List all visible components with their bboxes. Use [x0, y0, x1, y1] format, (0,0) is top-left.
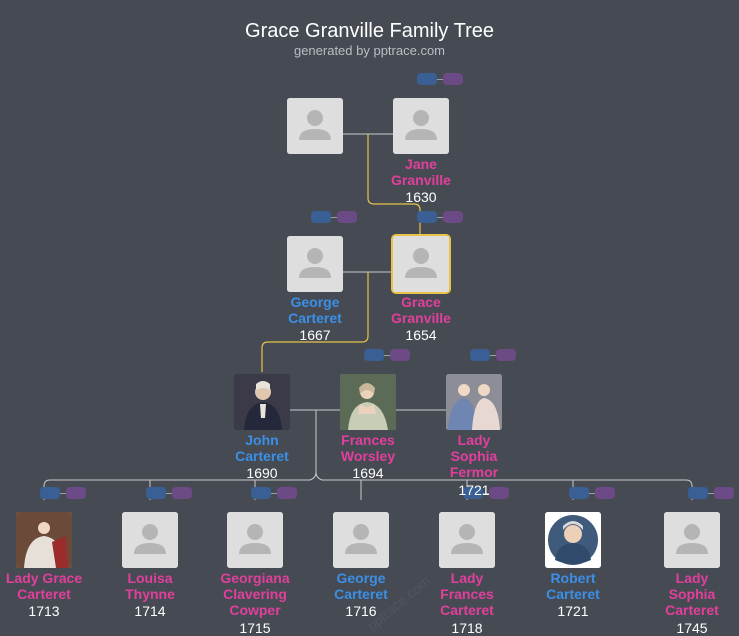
- person-birth-year: 1713: [28, 603, 60, 619]
- portrait-image: [340, 374, 396, 430]
- expand-toggle[interactable]: [364, 349, 416, 363]
- expand-toggle[interactable]: [417, 73, 469, 87]
- person-birth-year: 1667: [299, 327, 331, 343]
- portrait-photo[interactable]: [234, 374, 290, 430]
- person-name[interactable]: Jane Granville: [391, 156, 451, 188]
- person-silhouette-icon: [664, 512, 720, 568]
- expand-toggle[interactable]: [146, 487, 198, 501]
- portrait-photo[interactable]: [446, 374, 502, 430]
- expand-toggle[interactable]: [251, 487, 303, 501]
- person-name[interactable]: Frances Worsley: [340, 432, 396, 464]
- person-name[interactable]: John Carteret: [235, 432, 289, 464]
- person-birth-year: 1718: [451, 620, 483, 636]
- person-silhouette-icon: [333, 512, 389, 568]
- person-name[interactable]: Lady Frances Carteret: [440, 570, 494, 618]
- person-birth-year: 1745: [676, 620, 708, 636]
- person-silhouette-icon: [287, 98, 343, 154]
- person-birth-year: 1716: [345, 603, 377, 619]
- expand-toggle[interactable]: [470, 349, 522, 363]
- person-name[interactable]: Grace Granville: [391, 294, 451, 326]
- person-birth-year: 1714: [134, 603, 166, 619]
- person-birth-year: 1690: [246, 465, 278, 481]
- portrait-image: [16, 512, 72, 568]
- portrait-photo[interactable]: [340, 374, 396, 430]
- expand-toggle[interactable]: [688, 487, 739, 501]
- person-birth-year: 1654: [405, 327, 437, 343]
- expand-toggle[interactable]: [417, 211, 469, 225]
- person-birth-year: 1694: [352, 465, 384, 481]
- person-silhouette-icon: [227, 512, 283, 568]
- person-name[interactable]: George Carteret: [334, 570, 388, 602]
- person-birth-year: 1715: [239, 620, 271, 636]
- person-name[interactable]: Louisa Thynne: [125, 570, 175, 602]
- avatar-placeholder[interactable]: [333, 512, 389, 568]
- person-name[interactable]: Lady Sophia Fermor: [449, 432, 499, 480]
- expand-toggle[interactable]: [463, 487, 515, 501]
- avatar-placeholder[interactable]: [664, 512, 720, 568]
- avatar-placeholder[interactable]: [227, 512, 283, 568]
- person-silhouette-icon: [439, 512, 495, 568]
- portrait-photo[interactable]: [545, 512, 601, 568]
- person-silhouette-icon: [122, 512, 178, 568]
- avatar-placeholder[interactable]: [287, 98, 343, 154]
- expand-toggle[interactable]: [40, 487, 92, 501]
- person-name[interactable]: Lady Grace Carteret: [5, 570, 83, 602]
- person-silhouette-icon: [287, 236, 343, 292]
- person-birth-year: 1630: [405, 189, 437, 205]
- person-silhouette-icon: [393, 236, 449, 292]
- page-title: Grace Granville Family Tree: [245, 20, 494, 42]
- person-name[interactable]: George Carteret: [288, 294, 342, 326]
- expand-toggle[interactable]: [569, 487, 621, 501]
- expand-toggle[interactable]: [311, 211, 363, 225]
- page-subtitle: generated by pptrace.com: [293, 43, 446, 58]
- avatar-placeholder[interactable]: [287, 236, 343, 292]
- portrait-photo[interactable]: [16, 512, 72, 568]
- portrait-image: [446, 374, 502, 430]
- portrait-image: [545, 512, 601, 568]
- person-birth-year: 1721: [557, 603, 589, 619]
- avatar-placeholder-selected[interactable]: [393, 236, 449, 292]
- avatar-placeholder[interactable]: [393, 98, 449, 154]
- person-name[interactable]: Georgiana Clavering Cowper: [220, 570, 290, 618]
- person-birth-year: 1721: [458, 482, 490, 498]
- person-name[interactable]: Lady Sophia Carteret: [665, 570, 719, 618]
- avatar-placeholder[interactable]: [439, 512, 495, 568]
- portrait-image: [234, 374, 290, 430]
- avatar-placeholder[interactable]: [122, 512, 178, 568]
- person-silhouette-icon: [393, 98, 449, 154]
- person-name[interactable]: Robert Carteret: [546, 570, 600, 602]
